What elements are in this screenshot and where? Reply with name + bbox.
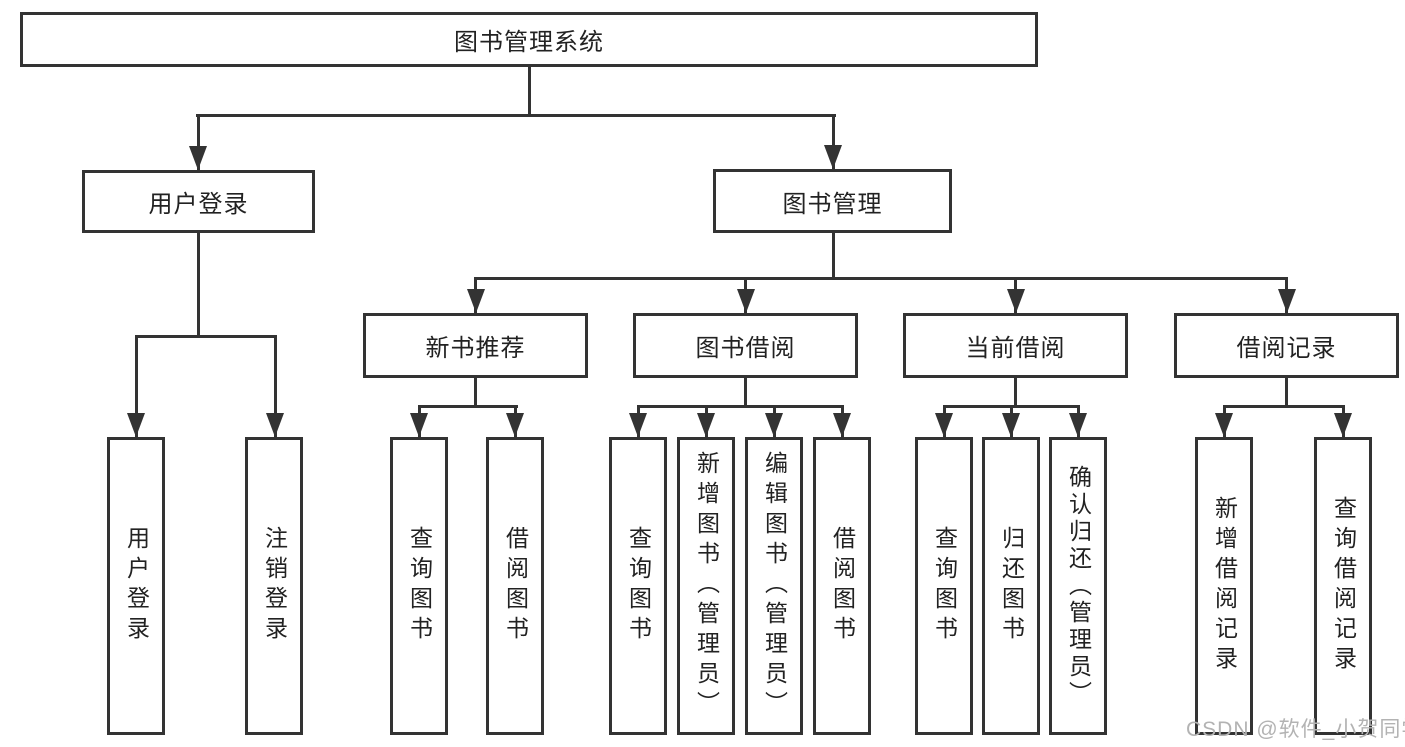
node-label: 图书管理: [782, 190, 883, 218]
node-new-book-recommend: 新书推荐: [363, 313, 588, 378]
node-label: 归还图书: [998, 526, 1025, 646]
node-current-borrow: 当前借阅: [903, 313, 1128, 378]
node-leaf-query-book-recommend: 查询图书: [390, 437, 448, 735]
node-leaf-return-book: 归还图书: [982, 437, 1040, 735]
connector-line: [1285, 378, 1288, 405]
node-user-login: 用户登录: [82, 170, 315, 233]
arrow-down-icon: [831, 114, 835, 169]
connector-line: [134, 335, 277, 338]
node-label: 当前借阅: [965, 335, 1066, 362]
node-system-root: 图书管理系统: [20, 12, 1038, 67]
node-label: 图书管理系统: [454, 29, 604, 56]
arrow-down-icon: [1014, 277, 1017, 313]
node-leaf-borrow-book-recommend: 借阅图书: [486, 437, 544, 735]
connector-line: [636, 405, 844, 408]
node-label: 新书推荐: [425, 335, 526, 362]
connector-line: [417, 405, 518, 408]
arrow-down-icon: [636, 405, 640, 437]
node-label: 编辑图书（管理员）: [761, 451, 788, 721]
arrow-down-icon: [744, 277, 747, 313]
node-book-management: 图书管理: [713, 169, 952, 233]
connector-line: [1014, 378, 1017, 405]
connector-line: [528, 67, 531, 114]
node-label: 查询图书: [406, 526, 433, 646]
arrow-down-icon: [196, 114, 200, 170]
connector-line: [1222, 405, 1345, 408]
arrow-down-icon: [474, 277, 477, 313]
arrow-down-icon: [417, 405, 421, 437]
node-leaf-add-book-admin: 新增图书（管理员）: [677, 437, 735, 735]
node-leaf-query-book-borrow: 查询图书: [609, 437, 667, 735]
watermark: CSDN @软件_小贺同学: [1186, 718, 1405, 741]
connector-line: [831, 233, 835, 277]
connector-line: [744, 378, 747, 405]
node-label: 新增图书（管理员）: [693, 451, 720, 721]
node-book-borrow: 图书借阅: [633, 313, 858, 378]
arrow-down-icon: [1009, 405, 1013, 437]
arrow-down-icon: [704, 405, 708, 437]
arrow-down-icon: [134, 335, 138, 437]
node-label: 借阅图书: [502, 526, 529, 646]
connector-line: [474, 277, 1288, 280]
node-label: 查询借阅记录: [1330, 496, 1357, 676]
connector-line: [196, 233, 200, 335]
arrow-down-icon: [840, 405, 844, 437]
node-label: 用户登录: [148, 191, 249, 218]
node-leaf-borrow-book: 借阅图书: [813, 437, 871, 735]
node-label: 确认归还（管理员）: [1065, 464, 1092, 708]
node-borrow-records: 借阅记录: [1174, 313, 1399, 378]
arrow-down-icon: [772, 405, 776, 437]
arrow-down-icon: [1341, 405, 1345, 437]
node-leaf-user-login: 用户登录: [107, 437, 165, 735]
arrow-down-icon: [942, 405, 946, 437]
node-label: 借阅图书: [829, 526, 856, 646]
node-leaf-query-book-current: 查询图书: [915, 437, 973, 735]
node-leaf-edit-book-admin: 编辑图书（管理员）: [745, 437, 803, 735]
node-label: 用户登录: [123, 526, 150, 646]
node-label: 查询图书: [931, 526, 958, 646]
node-label: 图书借阅: [695, 335, 796, 362]
arrow-down-icon: [1285, 277, 1288, 313]
arrow-down-icon: [273, 335, 277, 437]
node-label: 查询图书: [625, 526, 652, 646]
node-leaf-add-borrow-record: 新增借阅记录: [1195, 437, 1253, 735]
node-label: 借阅记录: [1236, 335, 1337, 362]
node-label: 新增借阅记录: [1211, 496, 1238, 676]
connector-line: [474, 378, 477, 405]
arrow-down-icon: [513, 405, 517, 437]
arrow-down-icon: [1222, 405, 1226, 437]
connector-line: [196, 114, 836, 117]
node-leaf-confirm-return-admin: 确认归还（管理员）: [1049, 437, 1107, 735]
node-label: 注销登录: [261, 526, 288, 646]
arrow-down-icon: [1076, 405, 1080, 437]
node-leaf-query-borrow-record: 查询借阅记录: [1314, 437, 1372, 735]
node-leaf-logout: 注销登录: [245, 437, 303, 735]
